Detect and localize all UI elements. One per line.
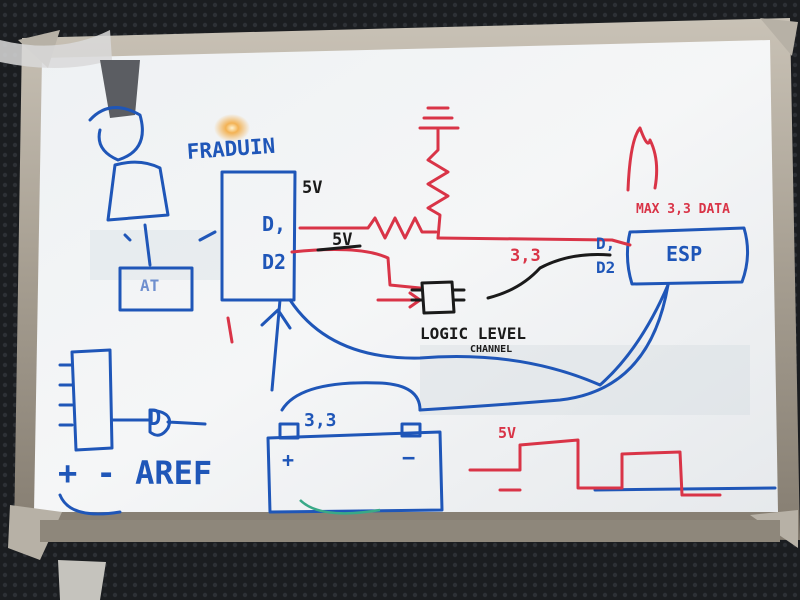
arrow-to-arduino (260, 298, 292, 392)
wire-3v3-to-esp (436, 236, 632, 247)
arduino-side-mark (198, 230, 217, 242)
window-reflection (90, 230, 220, 280)
battery-terminal-right (400, 422, 422, 438)
wave-baseline (593, 486, 777, 492)
logic-level-pins (410, 288, 466, 302)
tape-strip (0, 30, 112, 69)
frame-bottom-bar (40, 520, 780, 542)
tape-hanging (100, 60, 140, 118)
d-gate (148, 408, 207, 437)
figure-head-sketch (88, 106, 144, 162)
battery-terminal-left (278, 422, 300, 440)
battery-outline (266, 430, 444, 514)
resistor-vertical (426, 128, 450, 240)
arduino-tick (226, 316, 234, 344)
swoosh-underline (58, 493, 122, 516)
esp-box-outline (625, 226, 749, 286)
ic-chip-outline (70, 348, 114, 452)
green-streak (299, 499, 381, 515)
ground-symbol (418, 106, 460, 130)
wire-loop (280, 381, 422, 412)
wire-esp-down (418, 283, 670, 412)
ic-chip-pins (58, 363, 152, 427)
flame-sketch (626, 126, 659, 192)
arduino-box-outline (220, 170, 297, 302)
light-glare (214, 114, 250, 142)
at-box-outline (118, 266, 194, 312)
corner-bracket-top-right (760, 18, 798, 56)
logic-level-chip (420, 280, 456, 315)
bell-shape-sketch (106, 160, 170, 222)
wire-logic-to-esp (486, 253, 612, 300)
frame-clip (58, 560, 106, 600)
resistor-horizontal (298, 216, 438, 240)
corner-bracket-bottom-left (8, 505, 62, 560)
wire-arduino-to-battery (288, 283, 670, 387)
connector-sketch (123, 223, 152, 267)
square-wave (468, 438, 722, 497)
wire-5v-black (316, 244, 362, 252)
wire-5v (290, 248, 422, 290)
